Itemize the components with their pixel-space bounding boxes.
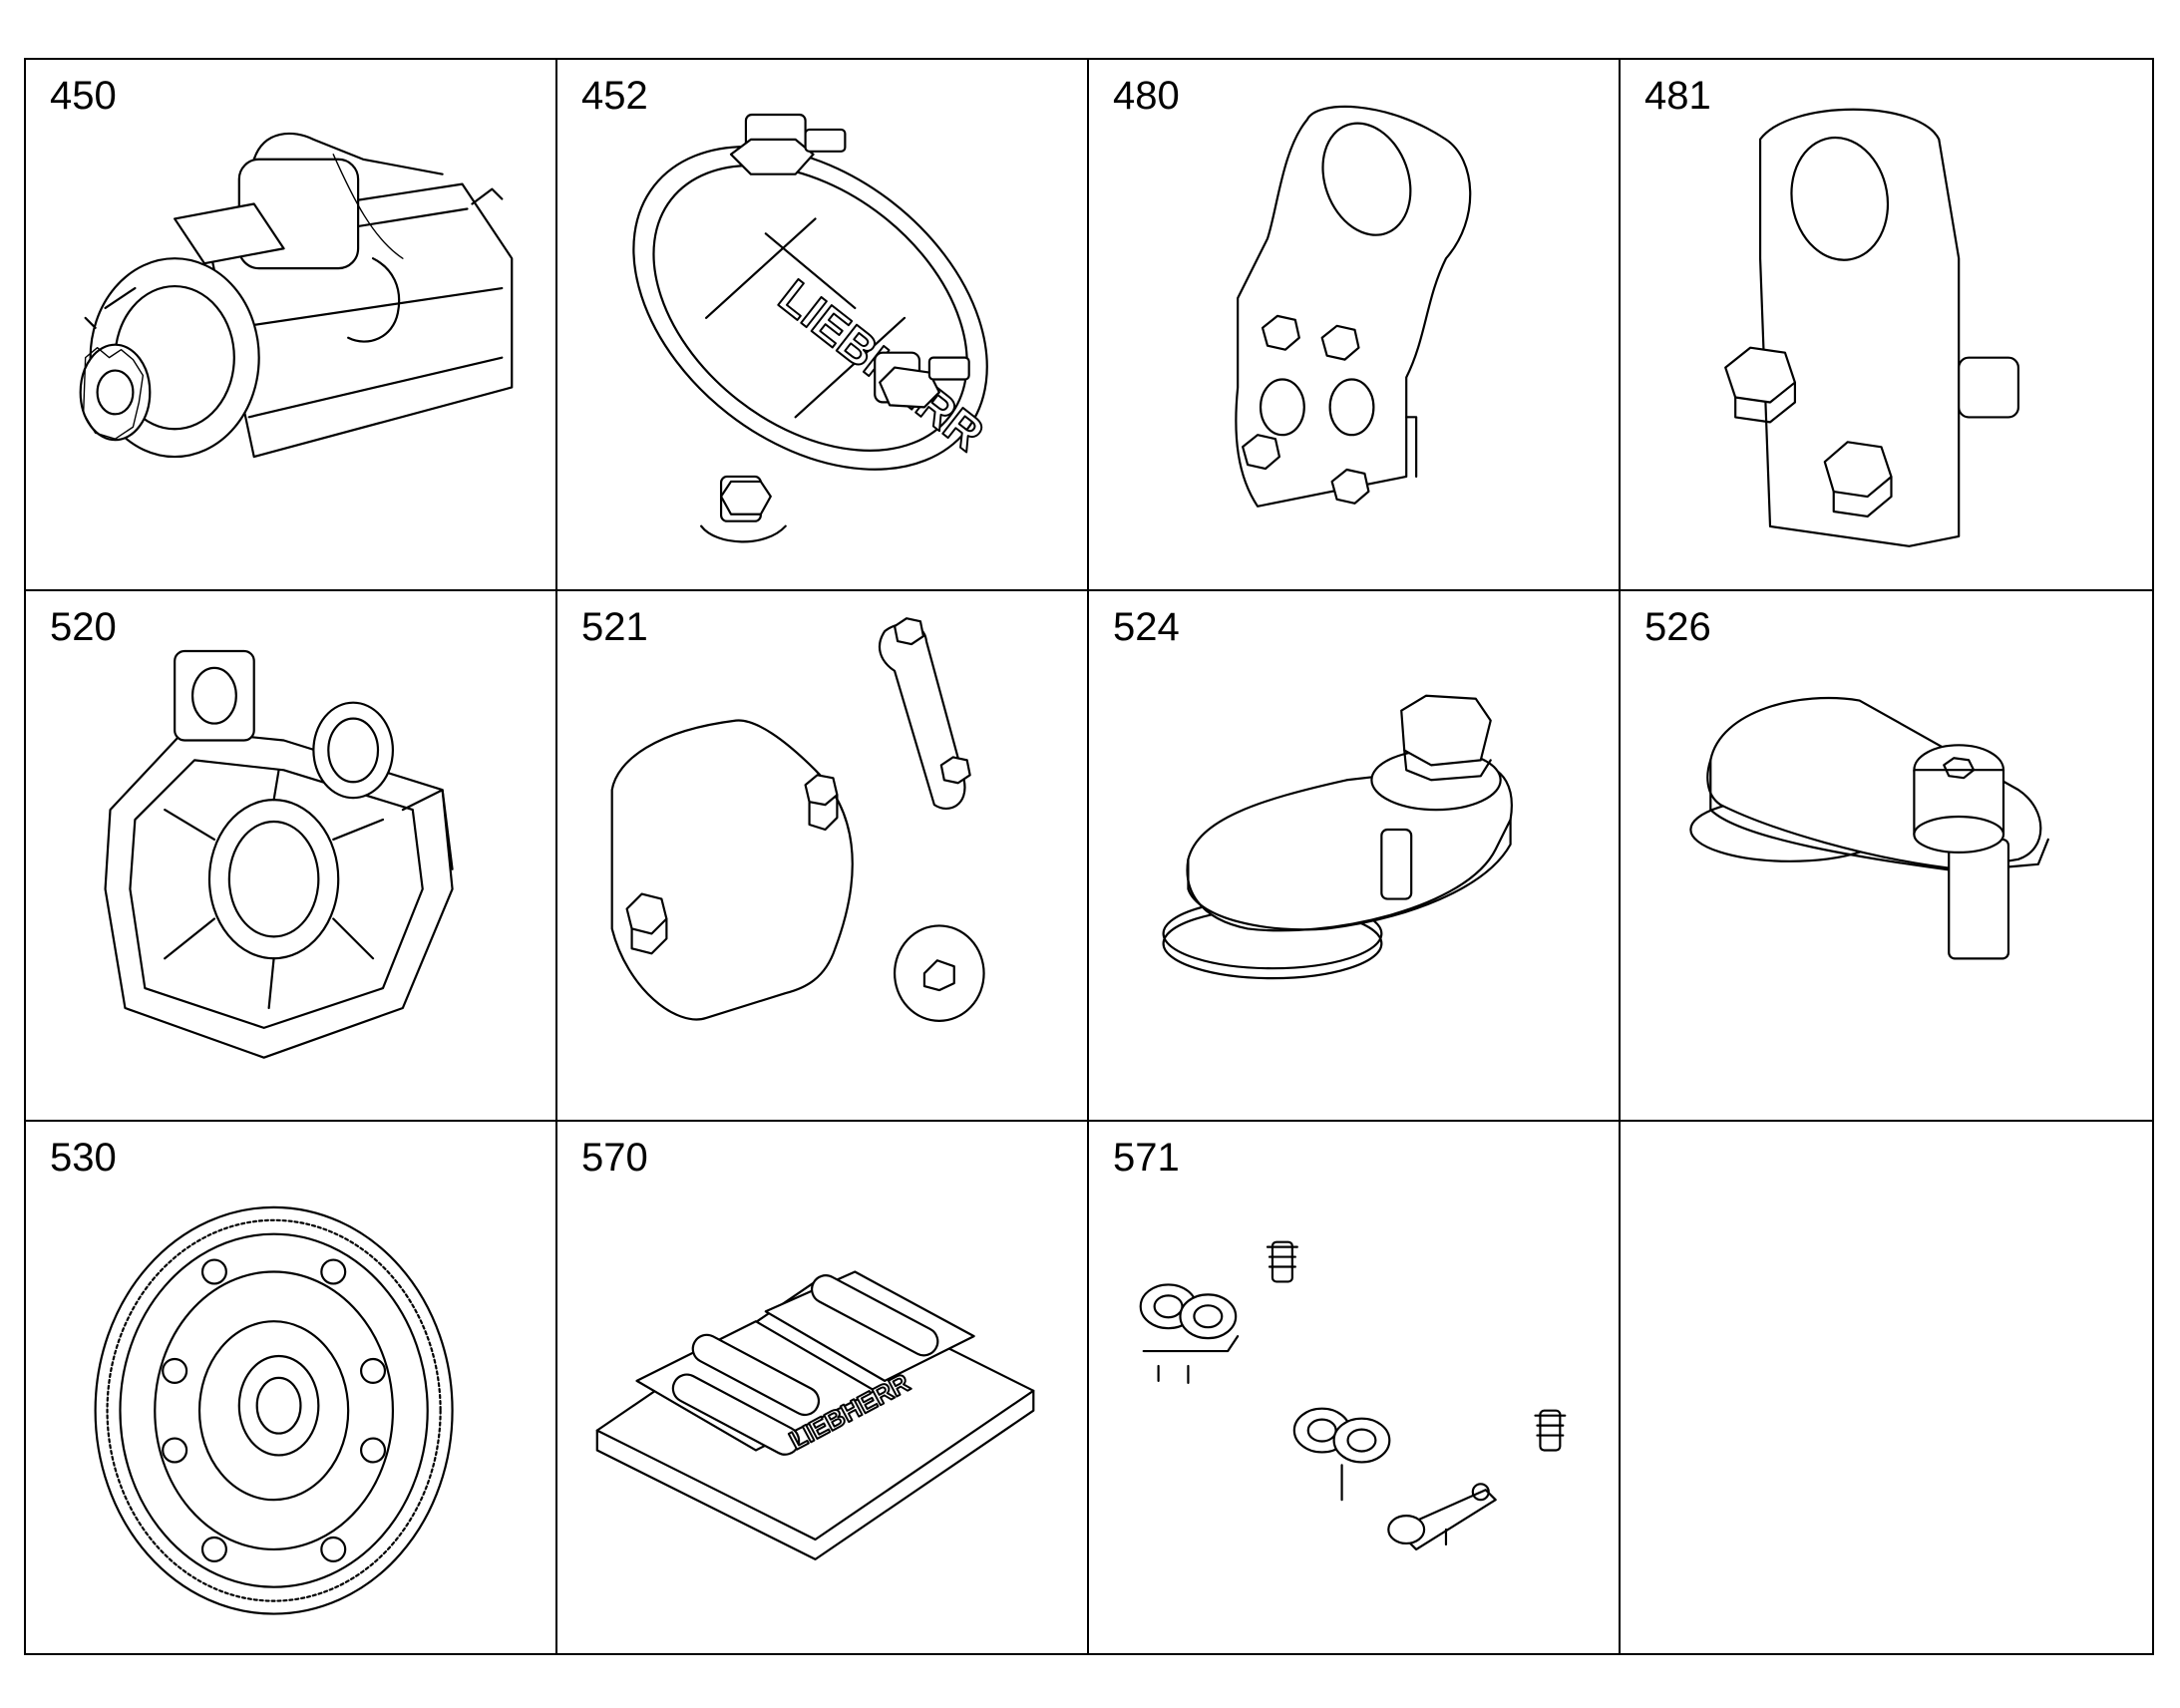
part-cell-480[interactable]: 480 — [1089, 60, 1621, 591]
part-number: 530 — [50, 1136, 117, 1181]
part-number: 450 — [50, 74, 117, 118]
part-number: 524 — [1113, 604, 1180, 649]
part-cell-571[interactable]: 571 — [1089, 1122, 1621, 1653]
part-number: 571 — [1113, 1136, 1180, 1181]
cover-plate-icon: LIEBHERR — [632, 113, 994, 543]
part-cell-530[interactable]: 530 — [26, 1122, 557, 1653]
part-cell-521[interactable]: 521 — [557, 590, 1089, 1123]
part-number: 526 — [1644, 604, 1711, 649]
empty-cell — [1621, 1122, 2152, 1653]
part-cell-450[interactable]: 450 — [26, 60, 557, 591]
flywheel-housing-icon — [104, 649, 454, 1059]
starter-motor-icon — [79, 132, 514, 459]
part-number: 520 — [50, 604, 117, 649]
parts-grid: 450 452 LIEBHERR — [24, 58, 2154, 1655]
part-cell-570[interactable]: 570 LIEBHERR — [557, 1122, 1089, 1653]
part-cell-526[interactable]: 526 — [1621, 591, 2152, 1123]
part-cell-524[interactable]: 524 — [1089, 590, 1621, 1123]
part-cell-481[interactable]: 481 — [1621, 60, 2152, 591]
flywheel-icon — [94, 1206, 454, 1615]
cam-plate-icon — [1162, 694, 1513, 979]
part-number: 452 — [581, 74, 648, 118]
part-number: 570 — [581, 1136, 648, 1181]
part-number: 481 — [1644, 74, 1711, 118]
part-cell-520[interactable]: 520 — [26, 590, 557, 1123]
rocker-carrier-icon: LIEBHERR — [595, 1270, 1035, 1561]
cam-plate-icon — [1689, 696, 2049, 960]
part-cell-452[interactable]: 452 LIEBHERR — [557, 60, 1089, 591]
part-number: 480 — [1113, 74, 1180, 118]
lifting-eye-bracket-icon — [1235, 105, 1472, 508]
cover-plates-icon — [610, 616, 985, 1022]
lifting-eye-bracket-icon — [1724, 108, 2020, 547]
part-number: 521 — [581, 604, 648, 649]
clamp-parts-icon — [1139, 1240, 1567, 1551]
